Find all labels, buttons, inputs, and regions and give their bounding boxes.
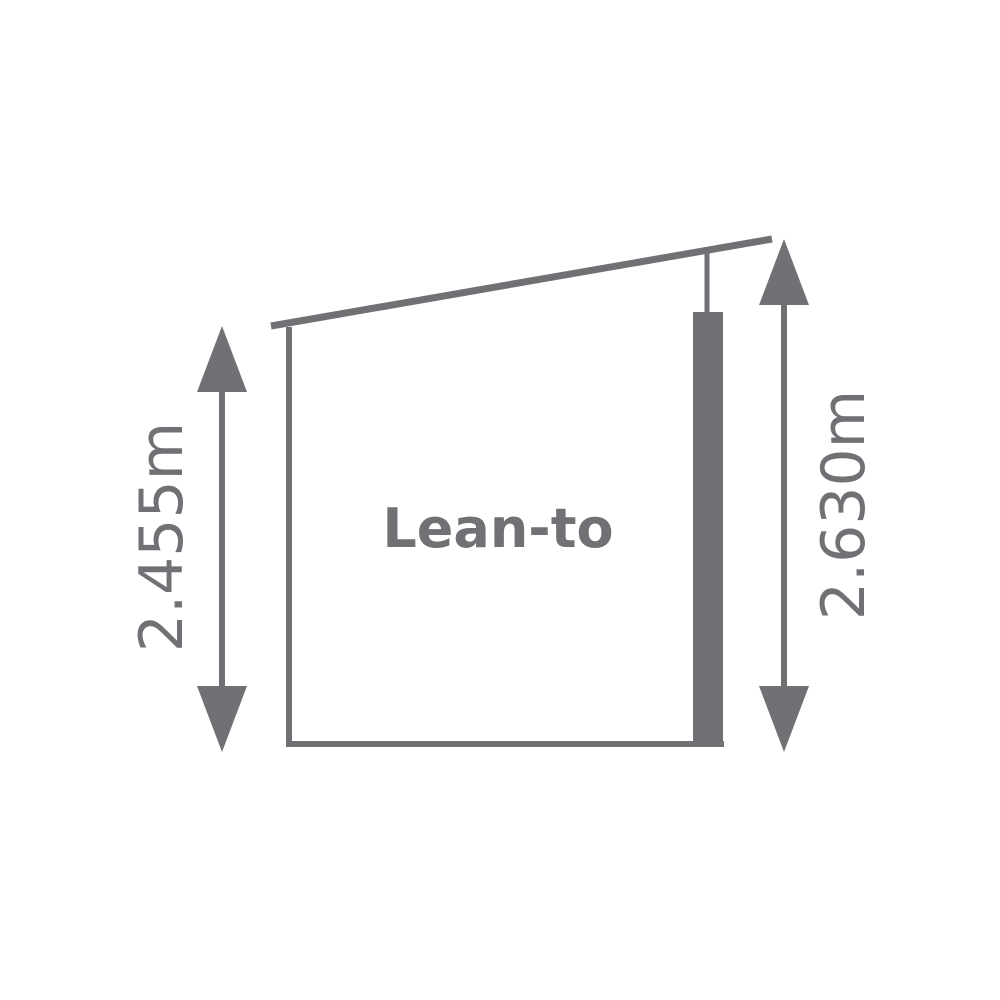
right-height-arrow <box>759 239 809 752</box>
left-height-arrow <box>197 326 247 752</box>
roof-line <box>270 235 773 330</box>
back-wall <box>693 312 723 747</box>
right-height-label: 2.630m <box>809 390 879 620</box>
diagram-title: Lean-to <box>382 497 613 560</box>
left-height-label: 2.455m <box>127 422 197 652</box>
